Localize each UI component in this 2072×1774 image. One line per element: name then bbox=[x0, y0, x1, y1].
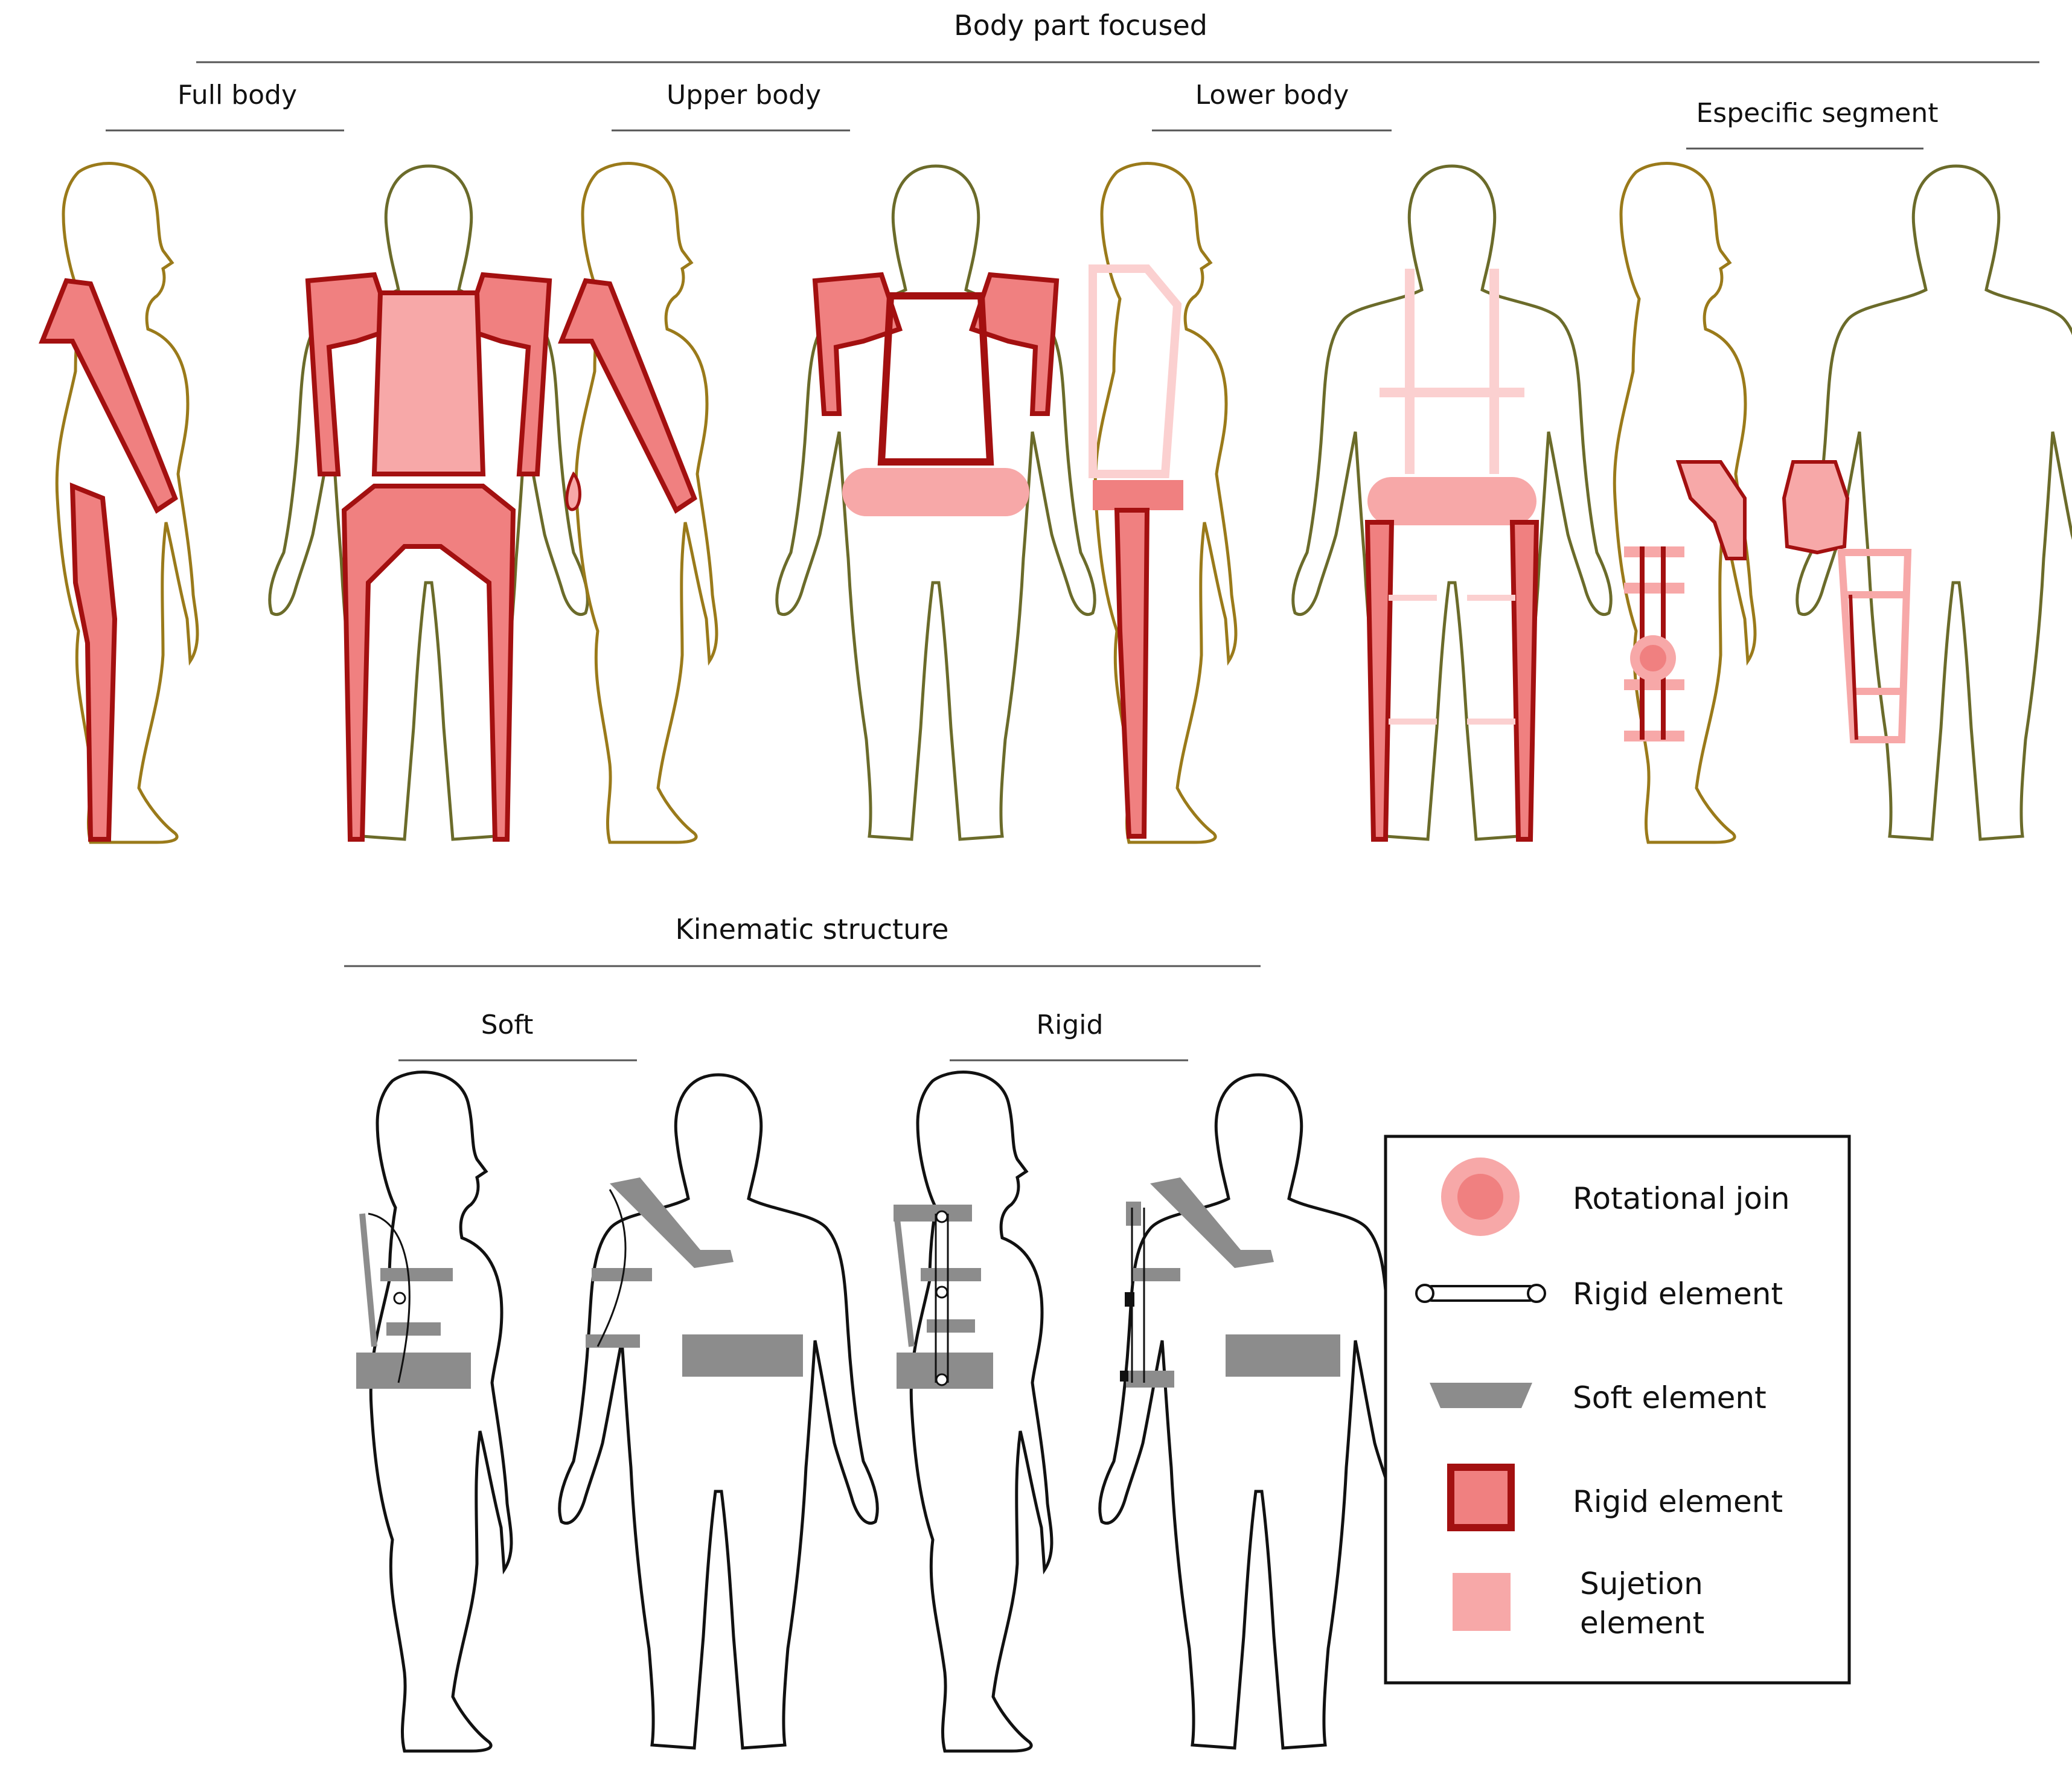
back-figure bbox=[1100, 1075, 1418, 1748]
body-part-title: Body part focused bbox=[954, 9, 1207, 42]
group-title-rigid: Rigid bbox=[1037, 1010, 1104, 1040]
back-rigid-element bbox=[371, 290, 486, 476]
left-shoulder-rigid bbox=[812, 272, 903, 416]
legend-label: Rigid element bbox=[1573, 1276, 1783, 1311]
leg-rigid-element bbox=[1114, 508, 1150, 839]
shoulder-soft-element bbox=[610, 1177, 734, 1268]
hand-orthosis bbox=[1675, 460, 1747, 560]
forearm-element bbox=[565, 471, 581, 511]
hand-orthosis bbox=[1782, 460, 1850, 555]
group-title-full-body: Full body bbox=[177, 80, 297, 110]
waist-soft-element bbox=[1226, 1334, 1340, 1377]
waist-rigid-element bbox=[1093, 480, 1183, 510]
side-figure bbox=[371, 1072, 511, 1751]
back-frame-rigid bbox=[877, 292, 994, 466]
legs-rigid-element bbox=[341, 484, 516, 842]
torso-sujetion-frame bbox=[1089, 264, 1182, 478]
group-title-upper-body: Upper body bbox=[667, 80, 821, 110]
group-title-soft: Soft bbox=[481, 1010, 534, 1040]
legend-label-line1: Sujetion bbox=[1580, 1566, 1703, 1601]
waist-sujetion-element bbox=[1367, 477, 1536, 525]
rotational-join-icon bbox=[1441, 1158, 1520, 1236]
legend-item-rotational-join: Rotational join bbox=[1441, 1158, 1790, 1236]
side-figure bbox=[911, 1072, 1052, 1751]
side-figure bbox=[576, 164, 717, 842]
lower-body-figures bbox=[1089, 164, 1611, 842]
full-body-figures bbox=[39, 164, 587, 842]
group-headers: Full body Upper body Lower body Especifi… bbox=[106, 80, 1939, 150]
right-shoulder-rigid bbox=[968, 272, 1060, 416]
knee-orthosis-frame bbox=[1837, 549, 1912, 743]
leg-rigid-element bbox=[69, 482, 118, 842]
shoulder-soft-element bbox=[1150, 1177, 1274, 1268]
rigid-link-icon bbox=[1415, 1284, 1546, 1303]
group-title-lower-body: Lower body bbox=[1195, 80, 1349, 110]
specific-segment-figures bbox=[1614, 164, 2072, 842]
legend-item-soft-element: Soft element bbox=[1430, 1380, 1767, 1415]
left-shoulder-rigid bbox=[305, 272, 396, 476]
soft-element-icon bbox=[1430, 1383, 1532, 1408]
kinematic-title: Kinematic structure bbox=[676, 913, 949, 946]
waist-soft-element bbox=[682, 1334, 803, 1377]
legend-label-line2: element bbox=[1580, 1606, 1704, 1641]
legend-label: Rigid element bbox=[1573, 1484, 1783, 1519]
back-figure bbox=[560, 1075, 877, 1748]
legend-item-rigid-block: Rigid element bbox=[1447, 1464, 1783, 1531]
left-leg-rigid bbox=[1364, 520, 1395, 842]
body-part-header: Body part focused bbox=[196, 9, 2039, 63]
waist-sujetion-element bbox=[842, 468, 1029, 516]
legend-item-rigid-link: Rigid element bbox=[1415, 1276, 1783, 1311]
legend-label: Rotational join bbox=[1573, 1181, 1790, 1216]
rigid-block-icon bbox=[1447, 1464, 1515, 1531]
kinematic-header: Kinematic structure Soft Rigid bbox=[344, 913, 1261, 1062]
right-shoulder-rigid bbox=[461, 272, 552, 476]
soft-structure-figures bbox=[356, 1072, 877, 1751]
group-title-specific-segment: Especific segment bbox=[1696, 98, 1938, 129]
upper-body-figures bbox=[558, 164, 1095, 842]
arm-rigid-element bbox=[39, 278, 178, 514]
arm-rigid-element bbox=[558, 278, 697, 514]
legend-label: Soft element bbox=[1573, 1380, 1767, 1415]
legend: Rotational join Rigid element Soft eleme… bbox=[1384, 1135, 1851, 1685]
sujetion-element-icon bbox=[1453, 1573, 1511, 1631]
waist-soft-element bbox=[356, 1353, 471, 1389]
right-leg-rigid bbox=[1509, 520, 1540, 842]
legend-item-sujetion-element: Sujetion element bbox=[1453, 1566, 1704, 1641]
rigid-structure-figures bbox=[894, 1072, 1418, 1751]
